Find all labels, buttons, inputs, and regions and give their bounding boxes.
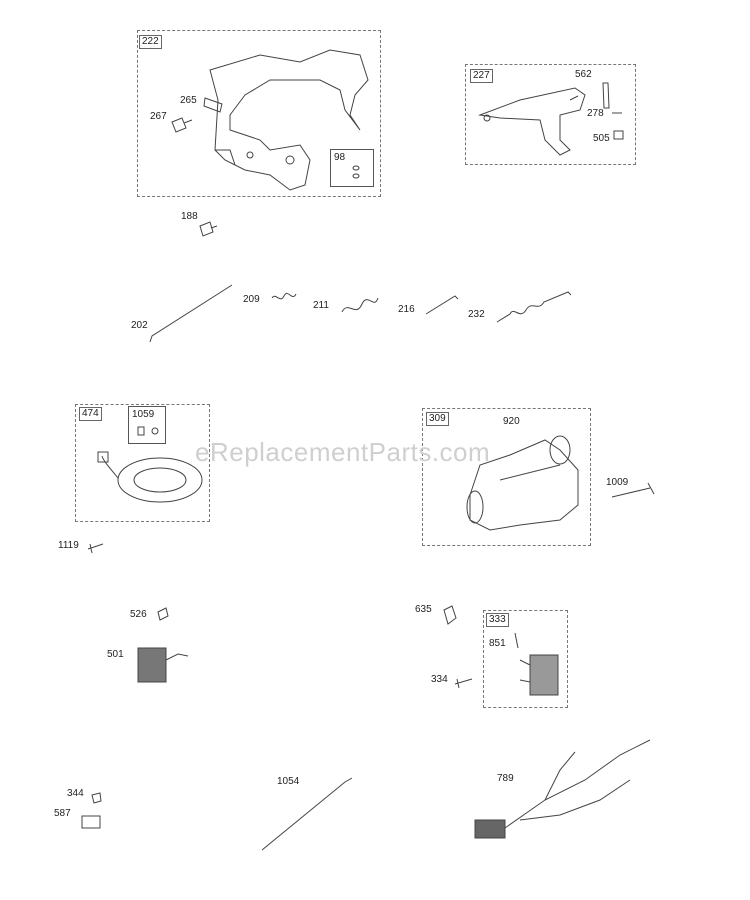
part-label-920[interactable]: 920 [503,416,520,427]
fasteners-98-drawing [352,165,360,179]
part-label-278[interactable]: 278 [587,108,604,119]
part-label-334[interactable]: 334 [431,674,448,685]
group-box-309 [422,408,591,546]
cap-635-drawing [443,605,457,625]
screw-526-drawing [157,607,169,621]
group-label-222[interactable]: 222 [139,35,162,49]
solenoid-333-drawing [519,654,559,696]
group-label-98[interactable]: 98 [334,152,346,163]
group-box-333 [483,610,568,708]
part-label-267[interactable]: 267 [150,111,167,122]
bracket-227-drawing [478,87,586,156]
bolt-267-drawing [171,117,193,133]
watermark-text: eReplacementParts.com [195,437,491,467]
screw-188-drawing [199,221,218,237]
bracket-222-drawing [203,49,369,191]
group-box-1059 [128,406,166,444]
bolt-1009-drawing [611,482,655,498]
part-label-526[interactable]: 526 [130,609,147,620]
part-label-344[interactable]: 344 [67,788,84,799]
part-label-216[interactable]: 216 [398,304,415,315]
group-box-222 [137,30,381,197]
part-label-562[interactable]: 562 [575,69,592,80]
bolt-334-drawing [454,678,473,689]
part-label-202[interactable]: 202 [131,320,148,331]
part-label-265[interactable]: 265 [180,95,197,106]
part-label-188[interactable]: 188 [181,211,198,222]
group-label-333[interactable]: 333 [486,613,509,627]
part-label-209[interactable]: 209 [243,294,260,305]
clip-587-drawing [81,815,101,829]
group-box-227 [465,64,636,165]
group-box-474 [75,404,210,522]
group-label-227[interactable]: 227 [470,69,493,83]
part-label-1054[interactable]: 1054 [277,776,300,787]
link-216-drawing [425,295,459,315]
harness-789-drawing [474,739,651,839]
part-label-211[interactable]: 211 [313,300,329,311]
part-label-851[interactable]: 851 [489,638,506,649]
part-label-501[interactable]: 501 [107,649,124,660]
pin-562-drawing [602,82,610,109]
stator-474-drawing [97,451,203,503]
spring-232-drawing [496,291,572,323]
group-label-1059[interactable]: 1059 [132,409,155,420]
part-label-789[interactable]: 789 [497,773,514,784]
part-label-505[interactable]: 505 [593,133,610,144]
part-label-232[interactable]: 232 [468,309,485,320]
clip-505-drawing [613,130,624,140]
part-label-587[interactable]: 587 [54,808,71,819]
spring-211-drawing [341,297,379,313]
rod-202-drawing [149,284,233,343]
screw-344-drawing [91,792,102,804]
group-label-474[interactable]: 474 [79,407,102,421]
group-label-309[interactable]: 309 [426,412,449,426]
parts-1059-drawing [137,426,159,436]
tie-1054-drawing [261,777,353,851]
part-label-1119[interactable]: 1119 [58,540,79,551]
module-501-drawing [137,647,189,683]
part-label-635[interactable]: 635 [415,604,432,615]
spring-209-drawing [271,292,297,300]
bolt-1119-drawing [87,543,104,554]
starter-309-drawing [466,435,579,531]
group-box-98 [330,149,374,187]
part-label-1009[interactable]: 1009 [606,477,629,488]
screw-851-drawing [514,632,519,649]
